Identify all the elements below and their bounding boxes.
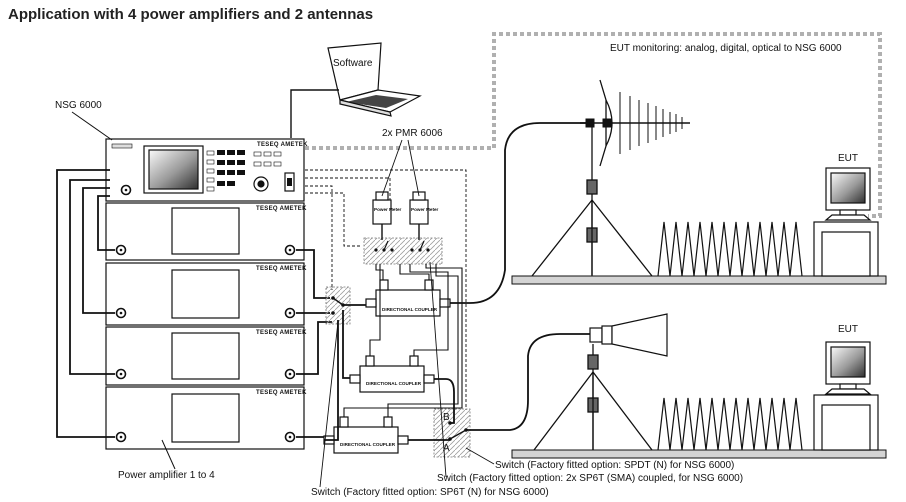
amp1-brand: TESEQ AMETEK <box>256 206 307 212</box>
eut-top <box>813 167 879 277</box>
pmr-label: 2x PMR 6006 <box>382 128 443 139</box>
power-amplifier-4 <box>105 386 305 450</box>
switch-leaders <box>319 261 495 488</box>
log-periodic-antenna <box>580 79 690 167</box>
nsg-label: NSG 6000 <box>55 100 102 111</box>
coupler-1-label: DIRECTIONAL COUPLER <box>382 307 438 312</box>
upper-mast <box>531 127 653 277</box>
switch-to-coupler-cables <box>324 304 366 441</box>
amp2-brand: TESEQ AMETEK <box>256 266 307 272</box>
lower-mast <box>533 344 653 451</box>
amplifiers-leader <box>161 439 176 470</box>
pmr-leader-1 <box>381 139 403 197</box>
amplifier-output-cables <box>296 249 336 438</box>
nsg-leader <box>71 111 113 141</box>
eut-bottom-label: EUT <box>838 324 858 335</box>
power-meter-1-label: Power Meter <box>374 207 402 212</box>
software-label: Software <box>333 58 373 69</box>
laptop <box>327 42 422 117</box>
coupler-output-cables <box>408 122 590 441</box>
laptop-cable <box>290 89 339 138</box>
eut-monitoring-loop <box>305 32 882 218</box>
sp6t-sma-switch <box>363 237 443 265</box>
coupler-2-label: DIRECTIONAL COUPLER <box>366 381 422 386</box>
horn-antenna <box>589 313 668 357</box>
eut-top-label: EUT <box>838 153 858 164</box>
lower-floor-absorbers <box>511 397 887 459</box>
directional-coupler-2 <box>349 355 435 393</box>
power-amplifier-1 <box>105 202 305 261</box>
power-amplifier-2 <box>105 262 305 326</box>
nsg-6000-generator <box>105 138 305 202</box>
directional-coupler-3 <box>323 416 409 454</box>
diagram-title: Application with 4 power amplifiers and … <box>8 6 374 23</box>
switch-spdt-label: Switch (Factory fitted option: SPDT (N) … <box>495 460 734 471</box>
switch-control-lines <box>305 169 467 410</box>
amp3-brand: TESEQ AMETEK <box>256 330 307 336</box>
eut-bottom <box>813 341 879 451</box>
directional-coupler-1 <box>365 279 451 317</box>
coupler-3-label: DIRECTIONAL COUPLER <box>340 442 396 447</box>
amp4-brand: TESEQ AMETEK <box>256 390 307 396</box>
coupler-sense-cables <box>343 264 463 417</box>
amplifiers-label: Power amplifier 1 to 4 <box>118 470 215 481</box>
power-meter-2-label: Power Meter <box>411 207 439 212</box>
nsg-brand: TESEQ AMETEK <box>257 142 308 148</box>
amplifier-input-cables <box>56 169 115 438</box>
switch-sp6t-sma-label: Switch (Factory fitted option: 2x SP6T (… <box>437 473 743 484</box>
upper-floor-absorbers <box>511 221 887 285</box>
power-meter-cables <box>381 224 420 240</box>
port-a-label: A <box>443 443 450 454</box>
power-amplifier-3 <box>105 326 305 386</box>
switch-sp6t-n-label: Switch (Factory fitted option: SP6T (N) … <box>311 487 549 498</box>
port-b-label: B <box>443 412 450 423</box>
eut-monitoring-label: EUT monitoring: analog, digital, optical… <box>610 43 842 54</box>
spdt-n-switch <box>433 408 471 458</box>
pmr-leader-2 <box>407 139 420 197</box>
